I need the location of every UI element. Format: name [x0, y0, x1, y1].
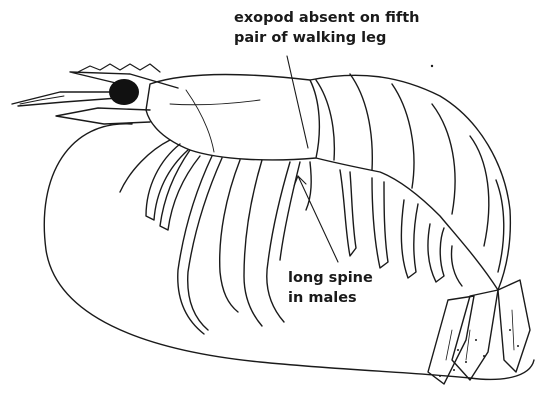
walking-leg-3	[220, 160, 240, 312]
pleopod-5	[451, 246, 462, 286]
walking-leg-5	[267, 162, 290, 322]
spine-annotation: long spine in males	[288, 268, 373, 308]
walking-leg-1	[160, 150, 200, 230]
spine-annotation-line-1: long spine	[288, 268, 373, 288]
eye	[109, 79, 139, 105]
exopod-annotation-line-2: pair of walking leg	[234, 28, 420, 48]
pointer-exopod	[287, 56, 308, 148]
carapace	[146, 74, 319, 160]
pleopod-3	[401, 200, 418, 278]
walking-leg-4	[244, 160, 262, 326]
exopod-annotation: exopod absent on fifth pair of walking l…	[234, 8, 420, 48]
abdomen-outline	[310, 75, 510, 290]
scaphocerite	[56, 108, 150, 124]
pleopod-2	[372, 178, 388, 268]
pointer-spine	[298, 176, 338, 262]
antenna	[44, 124, 534, 380]
telson	[498, 280, 530, 372]
pleopod-4	[428, 224, 444, 282]
pleopod-1	[340, 170, 356, 256]
spine-annotation-line-2: in males	[288, 288, 373, 308]
exopod-annotation-line-1: exopod absent on fifth	[234, 8, 420, 28]
